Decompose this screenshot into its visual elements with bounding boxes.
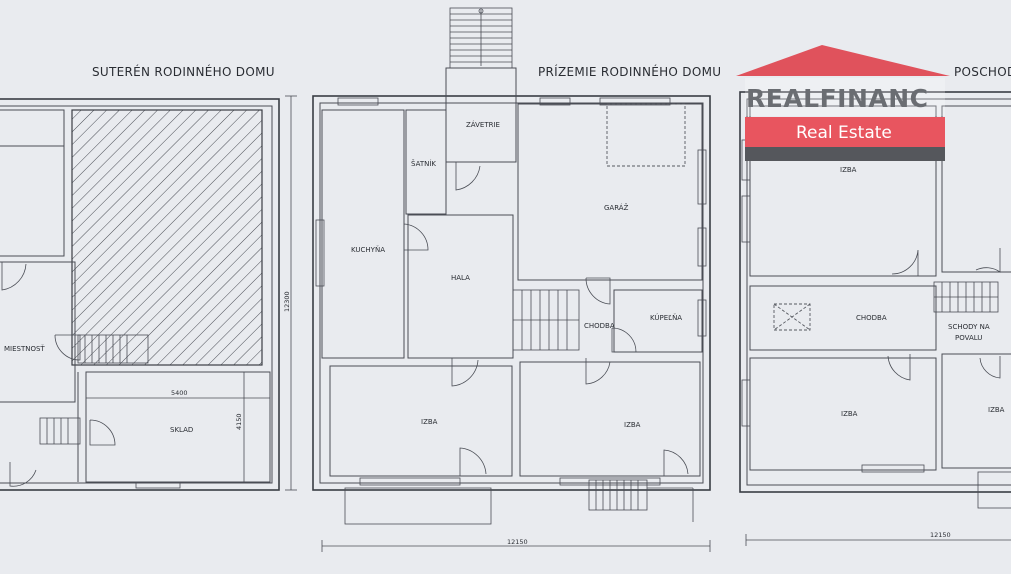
room-label-izba-bottom: IZBA <box>841 410 858 418</box>
room-hala <box>407 214 514 359</box>
room-label-izba-top: IZBA <box>840 166 857 174</box>
dimension-width: 12150 <box>507 538 528 546</box>
window <box>697 149 707 205</box>
dimension-width: 12150 <box>930 531 951 539</box>
window <box>741 379 751 427</box>
door-arc <box>975 248 1001 273</box>
room-label-satnik: ŠATNÍK <box>411 159 436 168</box>
door-arc <box>1 262 27 291</box>
door-arc <box>887 354 911 381</box>
upper-outline <box>739 91 1011 493</box>
room-label-hala: HALA <box>451 274 470 282</box>
room-label-schody: SCHODY NA <box>948 323 990 331</box>
dimension-width: 5400 <box>171 389 188 397</box>
room-izba-right <box>941 353 1011 469</box>
window <box>697 227 707 267</box>
door-arc <box>54 334 81 361</box>
window <box>599 97 671 106</box>
upper-floor-title: POSCHODIE <box>954 65 1011 79</box>
room-label-kupelna: KÚPEĽŇA <box>650 313 682 322</box>
room-label-garaz: GARÁŽ <box>604 203 629 212</box>
basement-hatched-area <box>71 109 263 366</box>
room-label-chodba: CHODBA <box>584 322 615 330</box>
dimension-height: 12300 <box>283 291 291 312</box>
room-kupelna <box>613 289 703 353</box>
door-arc <box>455 162 481 191</box>
room-izba-top <box>749 105 937 277</box>
upper-floor-plan: POSCHODIE IZBA <box>739 65 1011 546</box>
door-arc <box>89 419 116 446</box>
room-label-povalu: POVALU <box>955 334 982 342</box>
basement-title: SUTERÉN RODINNÉHO DOMU <box>92 64 275 79</box>
window <box>539 97 571 106</box>
basement-outline <box>0 98 280 491</box>
room-label-miestnost: MIESTNOSŤ <box>4 344 45 353</box>
realfinanc-logo: REALFINANC Real Estate <box>736 45 950 161</box>
garage-dashed-area <box>606 103 686 167</box>
window <box>337 97 379 106</box>
logo-roof <box>736 45 950 76</box>
door-arc <box>451 358 479 387</box>
room-satnik <box>405 109 447 215</box>
terrace <box>344 487 492 525</box>
logo-subtitle: Real Estate <box>796 123 892 143</box>
room-label-izba-right: IZBA <box>988 406 1005 414</box>
room-garaz <box>517 103 703 281</box>
rear-stairs <box>588 479 694 522</box>
room-label-izba-left: IZBA <box>421 418 438 426</box>
door-arc <box>585 277 611 305</box>
door-arc <box>891 249 919 276</box>
room-izba-right <box>519 361 701 477</box>
window <box>359 477 461 486</box>
entry-stairs <box>449 7 513 69</box>
inner-stairs <box>512 289 580 351</box>
logo-band <box>745 117 945 147</box>
ground-floor-plan: PRÍZEMIE RODINNÉHO DOMU <box>283 7 721 552</box>
attic-stairs <box>933 281 999 313</box>
logo-bar <box>745 147 945 161</box>
window <box>697 299 707 337</box>
basement-plan: SUTERÉN RODINNÉHO DOMU <box>0 64 280 491</box>
room-izba-left <box>329 365 513 477</box>
window <box>315 219 325 287</box>
room-label-chodba: CHODBA <box>856 314 887 322</box>
basement-stairs-lower <box>39 417 81 445</box>
window <box>741 195 751 243</box>
ground-floor-title: PRÍZEMIE RODINNÉHO DOMU <box>538 64 721 79</box>
door-arc <box>9 462 37 487</box>
room-label-izba-right: IZBA <box>624 421 641 429</box>
room-label-sklad: SKLAD <box>170 426 193 434</box>
room-kuchyna <box>321 109 405 359</box>
room-label-kuchyna: KUCHYŇA <box>351 245 385 254</box>
window <box>861 464 925 473</box>
balcony <box>977 471 1011 509</box>
attic-hatch <box>773 303 811 331</box>
door-arc <box>663 449 689 476</box>
dimension-height: 4150 <box>235 413 243 430</box>
door-arc <box>403 223 429 251</box>
door-arc <box>611 327 637 353</box>
room-chodba <box>749 285 937 351</box>
basement-stairs-upper <box>77 334 149 364</box>
room-label-zavetrie: ZÁVETRIE <box>466 120 500 129</box>
window <box>135 481 181 489</box>
door-arc <box>979 356 1001 379</box>
ground-outline <box>312 95 711 491</box>
door-arc <box>459 447 487 476</box>
logo-name: REALFINANC <box>746 84 929 113</box>
door-arc <box>585 358 611 385</box>
